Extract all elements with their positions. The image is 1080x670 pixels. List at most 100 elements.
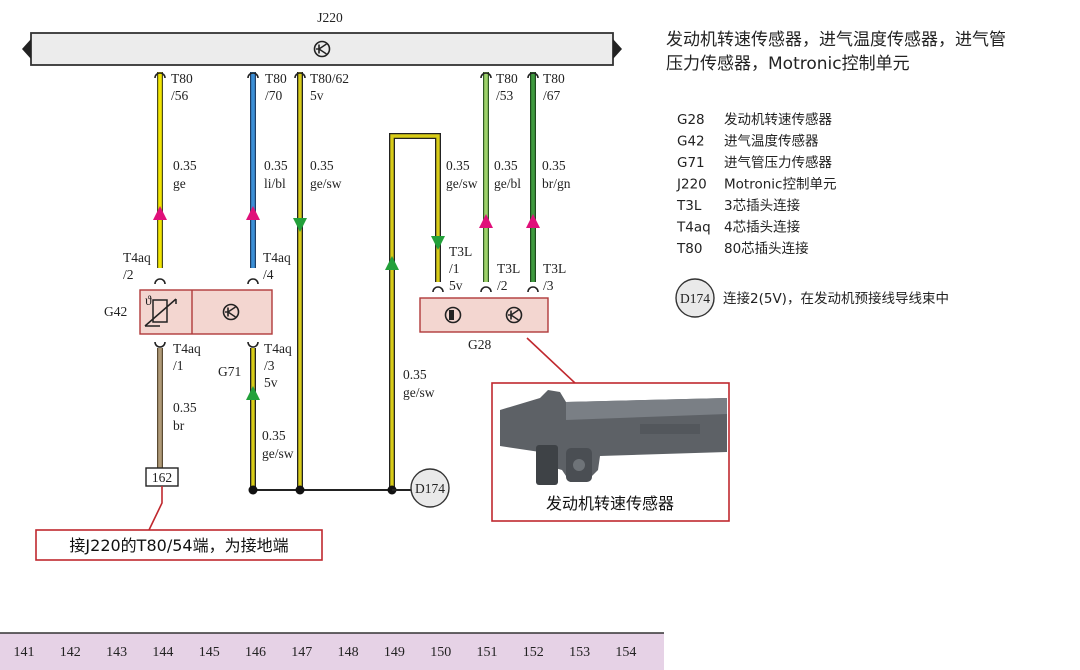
ground-ref-label: 162 [152,470,172,485]
ecu-j220-bar [30,32,614,66]
pin-label: T3L [497,261,520,276]
legend-d174-node [675,278,715,318]
pin-label: /1 [449,261,460,276]
g42-g71-component-box [139,289,273,335]
pin-label: T3L [543,261,566,276]
connector-symbol [154,341,166,348]
legend-desc: 进气管压力传感器 [724,154,832,171]
svg-text:T4aq/1: T4aq/1 [173,341,201,373]
grid-ruler [0,633,664,670]
pin-label: T80 [543,71,565,86]
grid-label: 143 [106,645,127,660]
hall-sensor-icon [444,306,462,324]
pin-label: 5v [310,88,324,103]
connector-symbol [247,341,259,348]
legend-code: G71 [677,155,705,171]
legend-code: T80 [676,241,702,257]
wire-label: 0.35 [310,158,334,173]
svg-text:T4aq/35v: T4aq/35v [264,341,292,390]
ecu-right-end-arrow [613,39,622,59]
connector-symbol [527,286,539,293]
connector-symbol [154,72,166,79]
wire-label: 0.35 [446,158,470,173]
wire-label: ge/bl [494,176,521,191]
wire-d174-loop [390,134,440,490]
grid-label: 148 [338,645,359,660]
connector-symbol [154,278,166,285]
pin-label: /2 [497,278,508,293]
photo-caption: 发动机转速传感器 [546,494,674,513]
component-label-g28: G28 [468,337,491,352]
ecu-label: J220 [317,10,343,25]
wire-label: li/bl [264,176,286,191]
wire-label: 0.35 [262,428,286,443]
wire-label: ge [173,176,186,191]
wire-label: ge/sw [403,385,435,400]
wire-label: br [173,418,185,433]
legend-code: G42 [677,134,705,150]
wire-label: 0.35 [542,158,566,173]
legend-desc: 发动机转速传感器 [724,111,832,128]
grid-label: 151 [477,645,498,660]
pin-label: T80 [265,71,287,86]
legend-desc: 80芯插头连接 [724,240,809,257]
legend-code: T4aq [676,220,711,236]
pin-label: T4aq [264,341,292,356]
legend-code: G28 [677,112,705,128]
pin-label: T80/62 [310,71,349,86]
svg-text:T80/56: T80/56 [171,71,193,103]
component-label-g71: G71 [218,364,241,379]
svg-text:T3L/3: T3L/3 [543,261,566,293]
pin-label: T3L [449,244,472,259]
wire-group [157,72,536,491]
wire-label: br/gn [542,176,571,191]
pin-label: /1 [173,358,184,373]
grid-label: 142 [60,645,81,660]
diagram-title-line2: 压力传感器，Motronic控制单元 [666,54,910,74]
wire-label: ge/sw [446,176,478,191]
connector-symbol [247,278,259,285]
wire-label: 0.35 [264,158,288,173]
arrow-down-green-icon [293,218,307,232]
pin-label: /3 [264,358,275,373]
ground-callout-box [35,529,323,561]
legend-desc: 4芯插头连接 [724,219,800,236]
grid-label: 146 [245,645,266,660]
grid-label: 141 [14,645,35,660]
grid-label: 150 [430,645,451,660]
speed-sensor-photo [500,390,727,485]
legend-desc: 进气温度传感器 [724,133,819,150]
pin-label: 5v [449,278,463,293]
legend-desc: 3芯插头连接 [724,197,800,214]
pin-label: /56 [171,88,189,103]
ecu-left-end-arrow [22,39,31,59]
component-label-g42: G42 [104,304,127,319]
ground-callout-text: 接J220的T80/54端，为接地端 [69,536,288,555]
svg-text:T80/70: T80/70 [265,71,287,103]
connector-symbol [294,72,306,79]
svg-text:T80/67: T80/67 [543,71,565,103]
wire-label: 0.35 [403,367,427,382]
diagram-title-line1: 发动机转速传感器，进气温度传感器，进气管 [666,30,1006,50]
pin-label: /70 [265,88,283,103]
pin-label: /53 [496,88,514,103]
connector-symbol [480,286,492,293]
connector-symbols [154,72,539,348]
legend-code: T3L [676,198,702,214]
grid-label: 147 [291,645,312,660]
connector-symbol [432,286,444,293]
svg-text:T80/53: T80/53 [496,71,518,103]
pin-label: /4 [263,267,274,282]
wire-label: ge/sw [310,176,342,191]
svg-text:T4aq/4: T4aq/4 [263,250,291,282]
